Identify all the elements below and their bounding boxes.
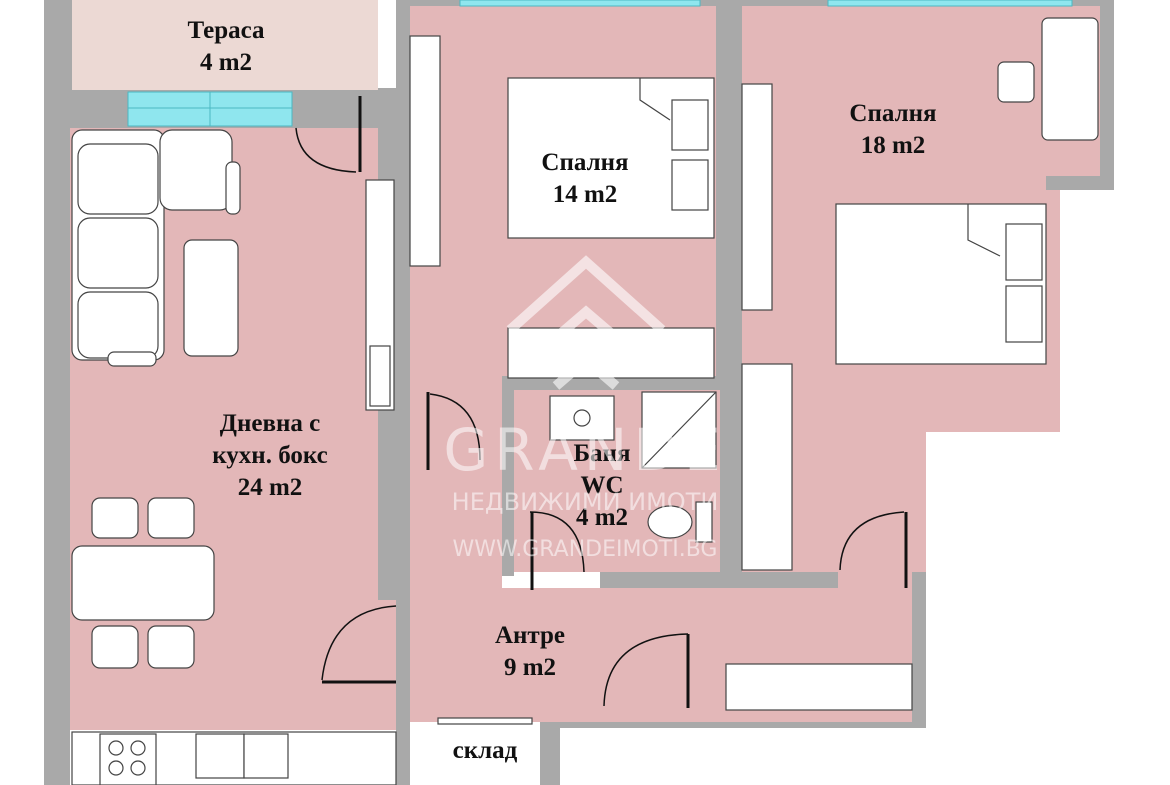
bedroom-large-name: Спалня — [849, 100, 937, 127]
terrace-name: Тераса — [187, 17, 265, 44]
storage-label: склад — [430, 735, 540, 767]
desk — [1041, 17, 1099, 141]
living-label: Дневна с кухн. бокс 24 m2 — [180, 408, 360, 504]
wardrobe-bedroom-large — [741, 83, 773, 311]
bedroom-large-area: 18 m2 — [860, 132, 926, 159]
bedroom-small-area: 14 m2 — [552, 181, 618, 208]
outside-left — [0, 0, 44, 785]
storage-name: склад — [452, 737, 518, 764]
living-name-line2: кухн. бокс — [212, 442, 328, 469]
wardrobe-bedroom-small — [409, 35, 441, 267]
coffee-table — [183, 239, 239, 357]
windows — [127, 0, 1073, 127]
outside-right-mid — [1060, 190, 1170, 432]
living-area: 24 m2 — [237, 474, 303, 501]
sink — [195, 733, 245, 779]
outside-right — [926, 432, 1170, 785]
living-name-line1: Дневна с — [219, 410, 321, 437]
hall-area: 9 m2 — [503, 654, 557, 681]
storage-floor — [410, 722, 540, 785]
toilet — [647, 505, 693, 539]
stove — [99, 733, 157, 785]
dining-table — [71, 545, 215, 621]
corridor-floor — [410, 376, 502, 606]
terrace-floor — [72, 0, 378, 90]
bathroom-area: 4 m2 — [575, 504, 629, 531]
outside-bottom-right — [560, 728, 926, 785]
window-bedroom-small — [459, 0, 701, 7]
watermark-url: WWW.GRANDEIMOTI.BG — [452, 537, 718, 562]
watermark-logo — [506, 255, 666, 390]
hall-label: Антре 9 m2 — [470, 620, 590, 684]
bathroom-label: Баня WC 4 m2 — [552, 438, 652, 534]
watermark-subtitle: НЕДВИЖИМИ ИМОТИ — [451, 488, 719, 516]
bedroom-small-label: Спалня 14 m2 — [510, 147, 660, 211]
hall-name: Антре — [494, 622, 566, 649]
bedroom-large-label: Спалня 18 m2 — [818, 98, 968, 162]
terrace-area: 4 m2 — [199, 49, 253, 76]
bathroom-sub: WC — [580, 472, 624, 499]
window-bedroom-large — [827, 0, 1073, 7]
desk-chair — [997, 61, 1035, 103]
doors — [295, 96, 908, 708]
bedroom-small-name: Спалня — [541, 149, 629, 176]
hall-cabinet — [725, 663, 913, 711]
watermark-brand: GRANDE — [443, 416, 727, 484]
wardrobe-right — [741, 363, 793, 571]
bedroom-large-step — [1046, 176, 1100, 190]
bathroom-name: Баня — [573, 440, 631, 467]
terrace-label: Тераса 4 m2 — [150, 15, 302, 79]
furniture — [71, 17, 1099, 785]
